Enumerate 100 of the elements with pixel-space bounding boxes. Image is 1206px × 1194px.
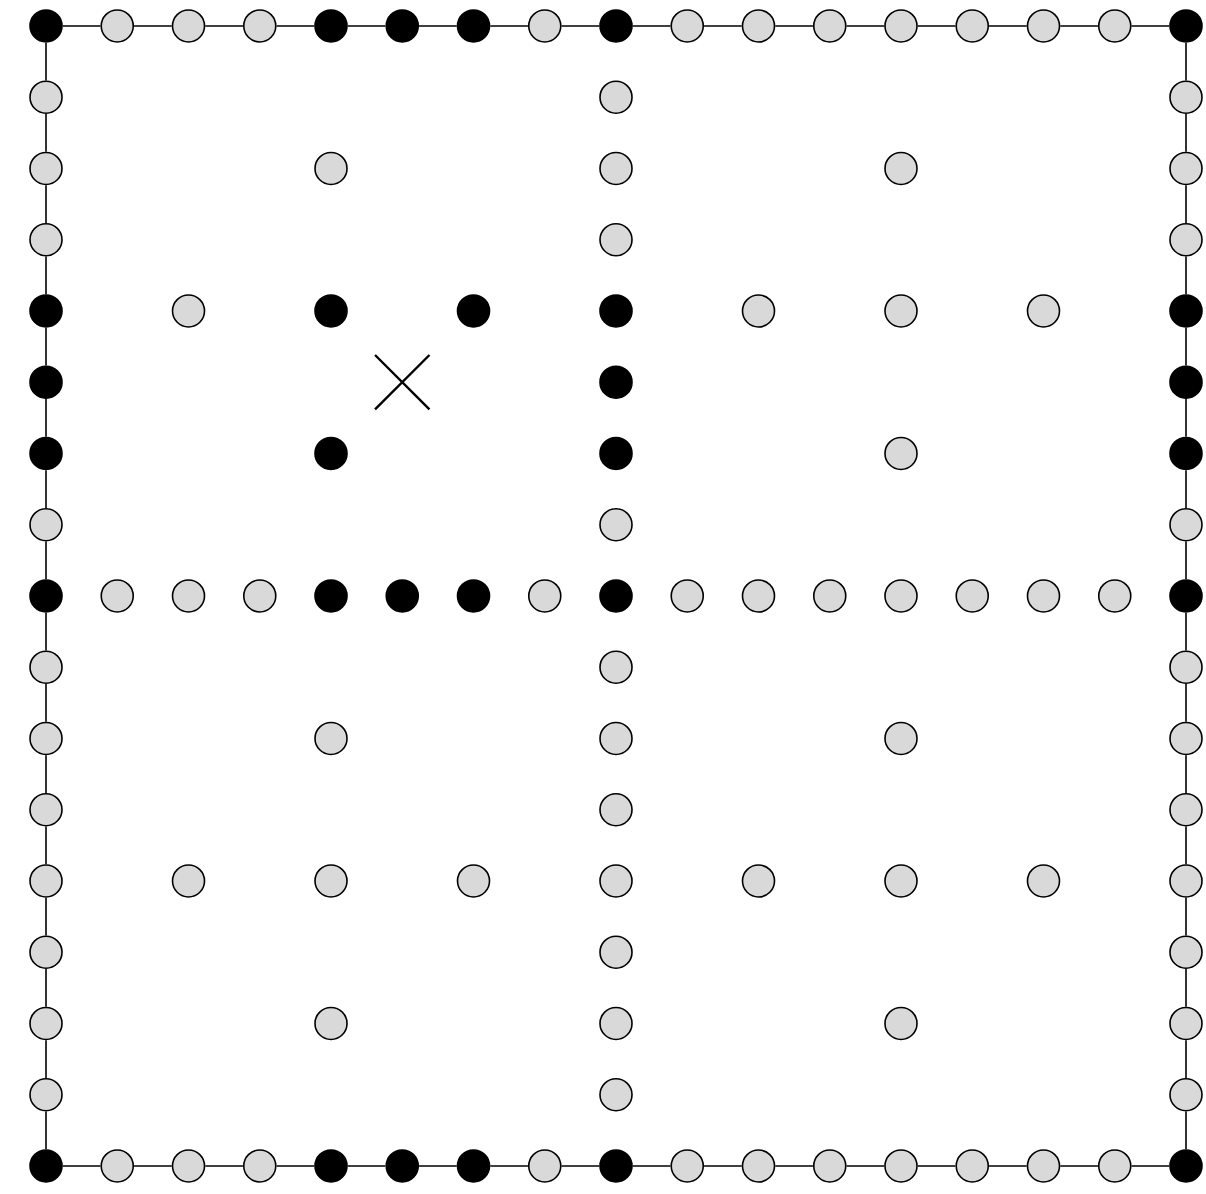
circle: [29, 935, 63, 969]
circle: [29, 222, 63, 257]
circle: [670, 1149, 705, 1183]
circle: [741, 9, 776, 43]
circle: [527, 579, 562, 613]
line: [62, 25, 102, 27]
line: [703, 1165, 743, 1167]
circle: [242, 9, 277, 43]
circle: [242, 1149, 277, 1183]
circle: [599, 935, 633, 969]
circle: [527, 1149, 562, 1183]
line: [1059, 1165, 1099, 1167]
dot: [1169, 9, 1203, 43]
circle: [884, 864, 918, 898]
circle: [171, 9, 206, 43]
dot: [1169, 579, 1203, 613]
circle: [884, 151, 918, 186]
line: [1130, 1165, 1170, 1167]
line: [204, 1165, 244, 1167]
dot: [599, 294, 633, 328]
circle: [1026, 1149, 1061, 1183]
line: [133, 25, 173, 27]
line: [774, 1165, 814, 1167]
line: [45, 469, 47, 509]
dot: [29, 9, 63, 43]
line: [418, 25, 458, 27]
dot: [599, 365, 633, 400]
circle: [1169, 864, 1203, 898]
line: [347, 25, 387, 27]
circle: [741, 579, 776, 613]
circle: [100, 579, 135, 613]
circle: [1097, 9, 1132, 43]
circle: [1097, 579, 1132, 613]
line: [1130, 25, 1170, 27]
circle: [1169, 721, 1203, 756]
dot: [314, 9, 348, 43]
line: [632, 25, 672, 27]
dot: [456, 294, 491, 328]
line: [1185, 42, 1187, 82]
circle: [1169, 222, 1203, 257]
line: [1185, 825, 1187, 865]
circle: [955, 9, 990, 43]
line: [489, 1165, 529, 1167]
line: [45, 113, 47, 153]
circle: [599, 80, 633, 114]
dot: [385, 9, 420, 43]
line: [133, 1165, 173, 1167]
line: [1185, 968, 1187, 1008]
line: [45, 683, 47, 723]
line: [204, 25, 244, 27]
circle: [1169, 650, 1203, 684]
dot: [29, 579, 63, 613]
dot: [599, 1149, 633, 1183]
line: [489, 25, 529, 27]
circle: [599, 222, 633, 257]
line: [988, 1165, 1028, 1167]
circle: [599, 864, 633, 898]
line: [1185, 683, 1187, 723]
line: [1185, 184, 1187, 224]
dot: [314, 436, 348, 471]
line: [1185, 754, 1187, 794]
circle: [171, 864, 206, 898]
line: [1185, 255, 1187, 295]
circle: [670, 9, 705, 43]
dot: [599, 9, 633, 43]
line: [1185, 540, 1187, 580]
circle: [456, 864, 491, 898]
line: [988, 25, 1028, 27]
circle: [812, 1149, 847, 1183]
line: [45, 897, 47, 937]
line: [774, 25, 814, 27]
line: [560, 25, 600, 27]
circle: [599, 1006, 633, 1041]
circle: [741, 864, 776, 898]
circle: [884, 436, 918, 471]
line: [560, 1165, 600, 1167]
line: [275, 25, 315, 27]
line: [1185, 1110, 1187, 1150]
dot: [385, 1149, 420, 1183]
circle: [1169, 935, 1203, 969]
dot: [29, 436, 63, 471]
line: [1185, 897, 1187, 937]
line: [1185, 469, 1187, 509]
circle: [314, 721, 348, 756]
circle: [1169, 507, 1203, 542]
line: [45, 1110, 47, 1150]
line: [45, 255, 47, 295]
circle: [1169, 151, 1203, 186]
circle: [314, 151, 348, 186]
circle: [741, 1149, 776, 1183]
dot: [1169, 1149, 1203, 1183]
line: [45, 42, 47, 82]
line: [45, 326, 47, 367]
line: [917, 1165, 957, 1167]
line: [632, 1165, 672, 1167]
circle: [599, 507, 633, 542]
circle: [314, 1006, 348, 1041]
dot: [1169, 365, 1203, 400]
circle: [599, 650, 633, 684]
circle: [1026, 9, 1061, 43]
